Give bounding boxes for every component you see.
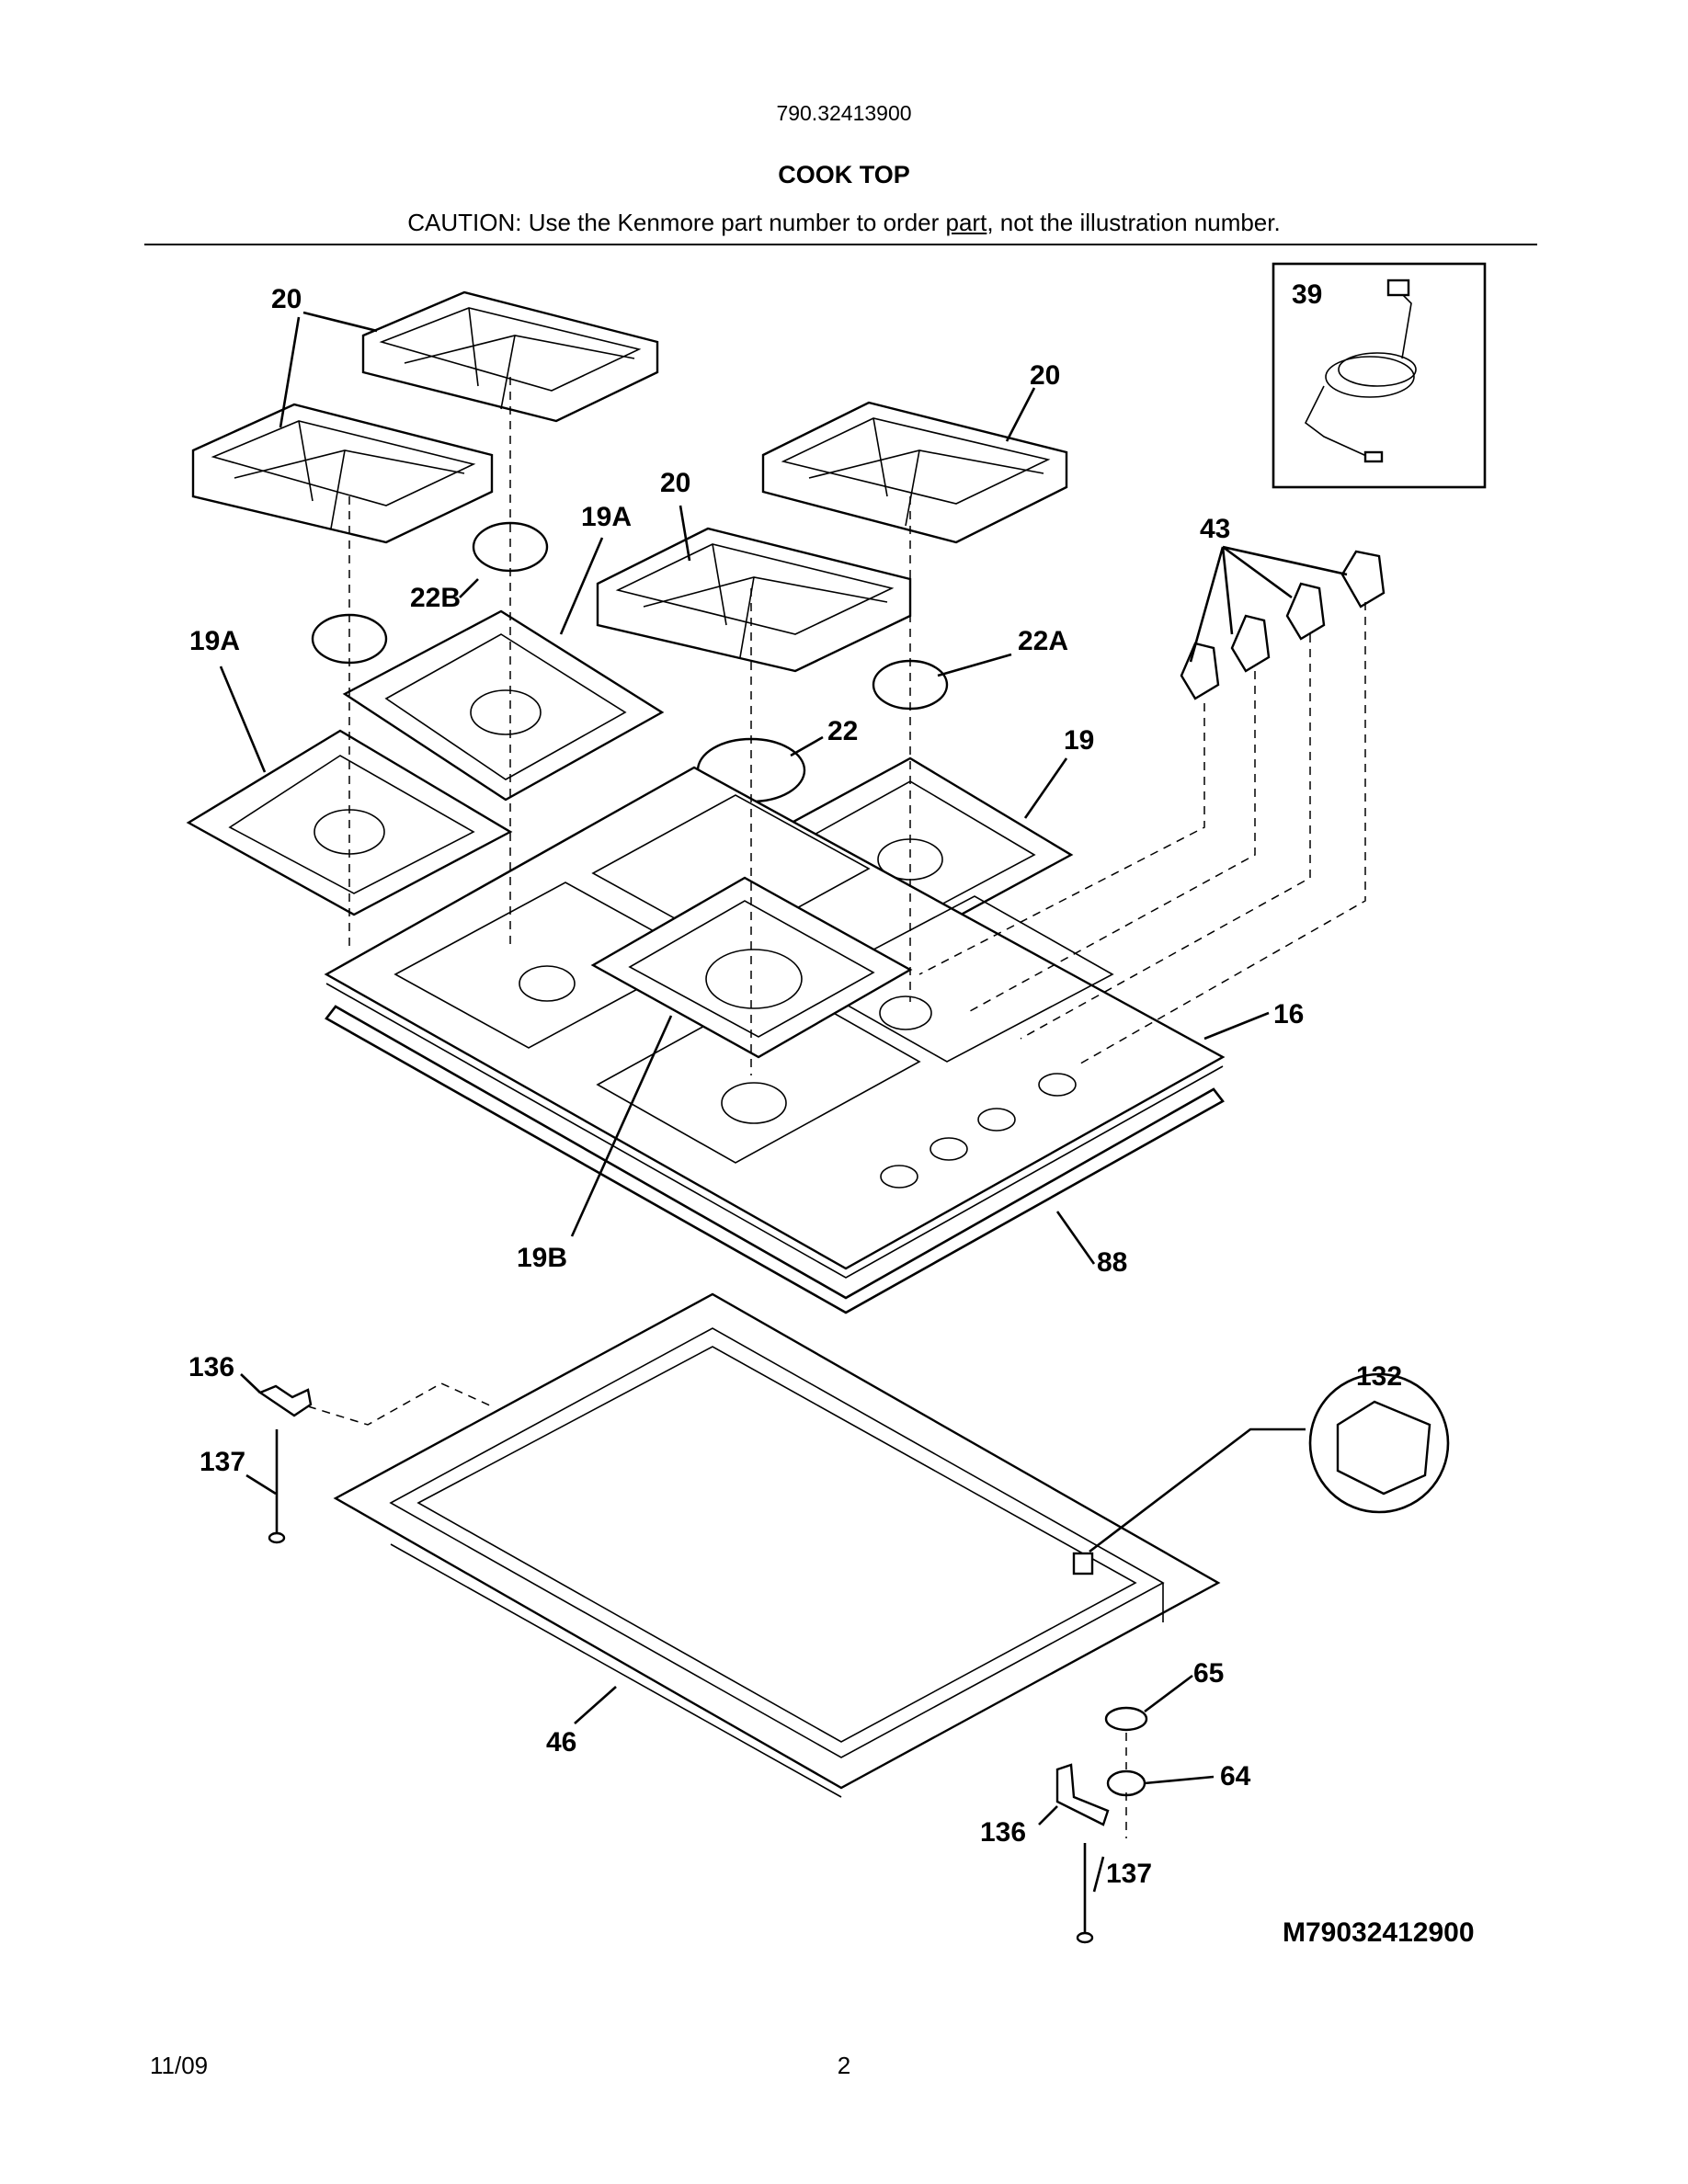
callout-19a-left: 19A (189, 626, 240, 656)
footer-page-number: 2 (837, 2052, 851, 2079)
callout-136-bottom: 136 (980, 1817, 1026, 1848)
grommet-64 (1106, 1769, 1146, 1797)
header-divider (144, 244, 1537, 245)
callout-65: 65 (1193, 1658, 1224, 1689)
alignment-lines (307, 377, 1366, 1838)
callout-88: 88 (1097, 1247, 1127, 1278)
callout-46: 46 (546, 1727, 576, 1757)
callout-132: 132 (1356, 1361, 1402, 1392)
callout-20-right: 20 (1030, 360, 1060, 391)
grate-center (596, 527, 912, 673)
knob-set (1180, 550, 1386, 700)
cord-inset-box (1272, 262, 1487, 489)
caution-note: CAUTION: Use the Kenmore part number to … (0, 209, 1688, 237)
section-title: COOK TOP (778, 161, 910, 188)
caution-part-word: part (945, 209, 987, 236)
caution-suffix: , not the illustration number. (987, 209, 1281, 236)
leader-lines (219, 311, 1348, 1893)
footer-date: 11/09 (150, 2052, 209, 2079)
burner-cap-22a (872, 659, 949, 711)
diagram-code: M79032412900 (1283, 1917, 1475, 1948)
callout-136-top: 136 (188, 1352, 234, 1382)
callout-43: 43 (1200, 514, 1230, 544)
callout-19: 19 (1064, 725, 1094, 756)
gasket (325, 1005, 1225, 1314)
drip-pan-19b (590, 876, 913, 1059)
terminal-block-132 (1072, 1372, 1450, 1575)
caution-prefix: CAUTION: Use the Kenmore part number to … (407, 209, 946, 236)
callout-19a-upper: 19A (581, 502, 632, 532)
grommet-65 (1104, 1706, 1148, 1732)
callout-20-top-left: 20 (271, 284, 302, 314)
callout-20-center: 20 (660, 468, 690, 498)
burner-box (333, 1292, 1221, 1798)
callout-22: 22 (827, 716, 858, 746)
callout-137-bottom: 137 (1106, 1859, 1152, 1889)
grate-top-left (361, 290, 659, 423)
model-number: 790.32413900 (776, 101, 912, 125)
callout-39: 39 (1292, 279, 1322, 310)
callout-137-top: 137 (200, 1447, 245, 1477)
power-cord (1304, 279, 1417, 463)
grate-mid-left (191, 403, 494, 544)
callout-19b: 19B (517, 1243, 567, 1273)
callout-22a: 22A (1018, 626, 1068, 656)
grate-right (761, 401, 1068, 544)
bracket-136-bottom (1055, 1763, 1110, 1944)
bracket-136-top (257, 1384, 313, 1544)
callout-64: 64 (1220, 1761, 1251, 1792)
drip-pan-19a-upper (342, 609, 665, 802)
callout-16: 16 (1273, 999, 1304, 1029)
callout-22b: 22B (410, 583, 461, 613)
